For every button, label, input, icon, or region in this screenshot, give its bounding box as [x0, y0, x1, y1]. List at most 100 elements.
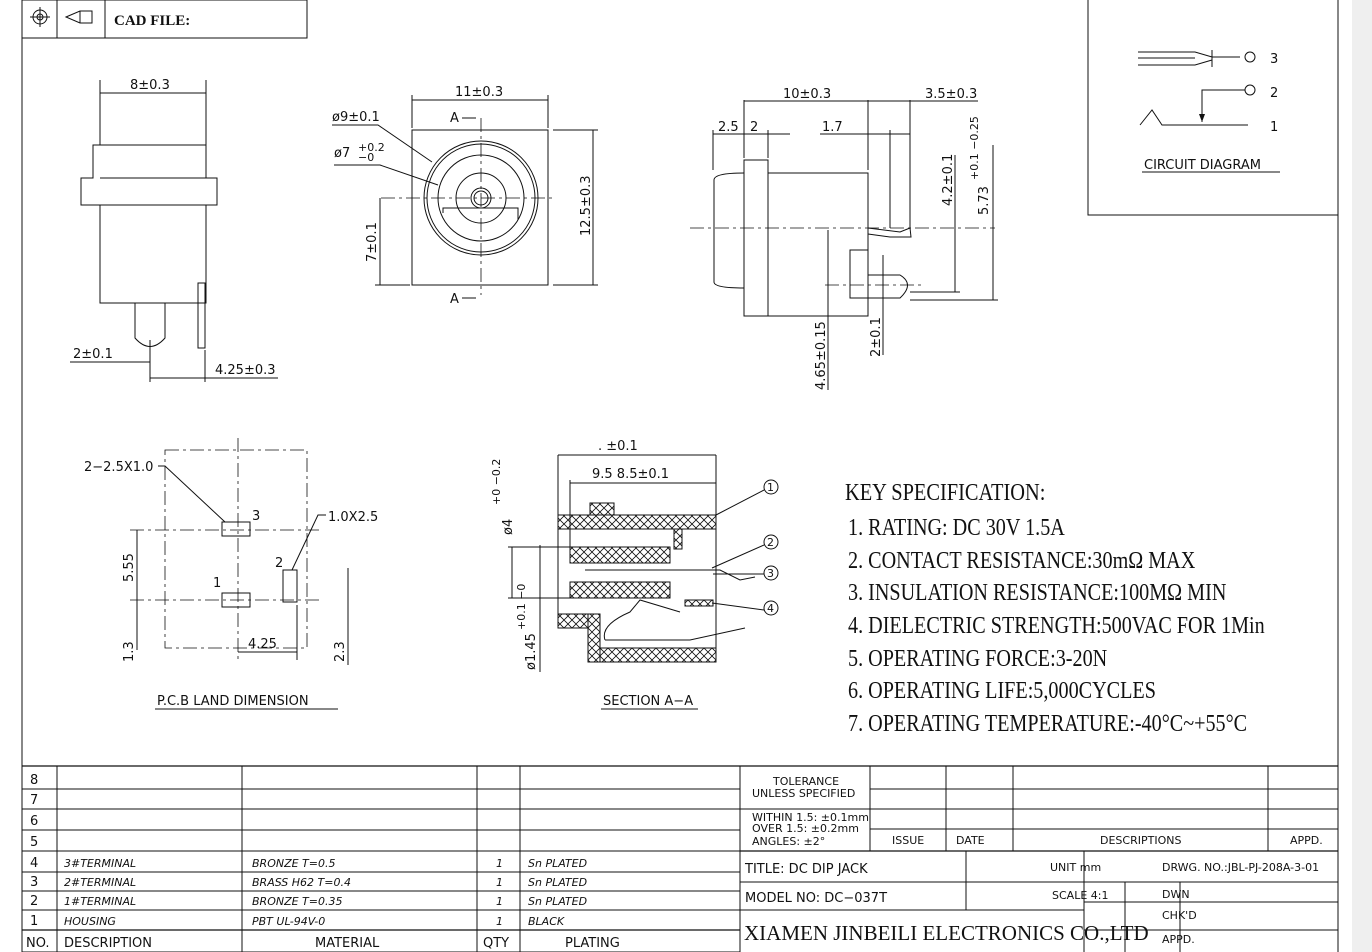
company-name: XIAMEN JINBEILI ELECTRONICS CO.,LTD — [744, 921, 1149, 945]
table-cell: 1 — [496, 895, 503, 908]
table-cell: HOUSING — [64, 915, 116, 928]
table-cell: BLACK — [528, 915, 565, 928]
table-header: MATERIAL — [315, 936, 380, 951]
row-number: 4 — [30, 856, 38, 871]
appd-label: APPD. — [1162, 933, 1195, 946]
section-view: . ±0.1 9.5 8.5±0.1 ø4 +0 −0.2 ø1.45 +0.1… — [490, 439, 779, 710]
drawing-number: DRWG. NO.:JBL-PJ-208A-3-01 — [1162, 861, 1319, 874]
table-cell: Sn PLATED — [528, 876, 587, 889]
dim-pin-span: 4.25±0.3 — [215, 363, 276, 378]
appd-header: APPD. — [1290, 834, 1323, 847]
unit-label: UNIT mm — [1050, 861, 1101, 874]
dim-v3: 2.3 — [333, 641, 348, 662]
circuit-diagram: 3 2 1 CIRCUIT DIAGRAM — [1087, 0, 1338, 216]
spec-item: 1. RATING: DC 30V 1.5A — [848, 513, 1065, 540]
table-cell: BRONZE T=0.35 — [252, 895, 343, 908]
dim-f: 4.65±0.15 — [814, 321, 829, 390]
spec-item: 6. OPERATING LIFE:5,000CYCLES — [848, 676, 1156, 703]
model-number: MODEL NO: DC−037T — [745, 891, 887, 906]
dim-v1: 5.55 — [122, 553, 137, 582]
dim-c: 1.7 — [822, 120, 843, 135]
row-number: 3 — [30, 875, 38, 890]
spec-item: 3. INSULATION RESISTANCE:100MΩ MIN — [848, 578, 1226, 605]
dim-width: 8±0.3 — [130, 78, 170, 93]
pin-label: 1 — [213, 576, 221, 591]
spec-item: 5. OPERATING FORCE:3-20N — [848, 644, 1107, 671]
dim-b: 2 — [750, 120, 758, 135]
descriptions-header: DESCRIPTIONS — [1100, 834, 1181, 847]
table-cell: 1 — [496, 876, 503, 889]
chkd-label: CHK'D — [1162, 909, 1197, 922]
tolerance-label: TOLERANCE — [772, 775, 839, 788]
table-cell: 1#TERMINAL — [64, 895, 136, 908]
section-mark: A — [450, 111, 459, 126]
dwn-label: DWN — [1162, 888, 1190, 901]
dim-g: 2±0.1 — [869, 317, 884, 357]
table-cell: PBT UL-94V-0 — [252, 915, 325, 928]
dim-dia-1-tolerance: +0 −0.2 — [490, 459, 503, 505]
pin-label: 3 — [1270, 52, 1278, 67]
dim-pin-length: 3.5±0.3 — [925, 87, 977, 102]
front-view: 8±0.3 2±0.1 4.25±0.3 — [70, 78, 278, 382]
table-header: DESCRIPTION — [64, 936, 152, 951]
dim-dia-2: ø1.45 — [524, 633, 539, 670]
dim-e-tolerance: +0.1 −0.25 — [968, 116, 981, 180]
row-number: 7 — [30, 793, 38, 808]
table-cell: Sn PLATED — [528, 895, 587, 908]
dim-height: 12.5±0.3 — [579, 175, 594, 236]
callout-label: 1 — [767, 481, 774, 494]
key-spec-title: KEY SPECIFICATION: — [845, 478, 1045, 505]
table-header: NO. — [26, 936, 50, 951]
row-number: 8 — [30, 773, 38, 788]
dim-e: 5.73 — [977, 186, 992, 215]
tolerance-label: UNLESS SPECIFIED — [752, 787, 855, 800]
callout-label: 3 — [767, 567, 774, 580]
dim-top: . ±0.1 — [598, 439, 638, 454]
row-number: 5 — [30, 835, 38, 850]
dim-d: 4.2±0.1 — [941, 154, 956, 206]
dim-dia-2-tolerance: +0.1 −0 — [515, 584, 528, 630]
table-cell: 3#TERMINAL — [64, 857, 136, 870]
tolerance-plus: +0.2 — [358, 141, 385, 154]
dim-dia-1: ø4 — [501, 519, 516, 535]
pin-label: 3 — [252, 509, 260, 524]
spec-item: 2. CONTACT RESISTANCE:30mΩ MAX — [848, 546, 1195, 573]
pcb-land-view: 3 2 1 2−2.5X1.0 1.0X2.5 5.55 1.3 4.25 2.… — [84, 438, 378, 710]
callouts: 1 2 3 4 — [711, 479, 779, 616]
pcb-title: P.C.B LAND DIMENSION — [157, 694, 309, 709]
row-number: 1 — [30, 914, 38, 929]
key-specification: KEY SPECIFICATION: 1. RATING: DC 30V 1.5… — [845, 478, 1265, 736]
issue-header: ISSUE — [892, 834, 924, 847]
row-number: 2 — [30, 894, 38, 909]
table-header: QTY — [483, 936, 509, 951]
tolerance-over: OVER 1.5: ±0.2mm — [752, 822, 859, 835]
top-view: 11±0.3 A A ø9±0.1 ø7 +0.2 −0 12.5±0.3 7±… — [332, 85, 598, 307]
circuit-title: CIRCUIT DIAGRAM — [1144, 158, 1261, 173]
dim-width: 11±0.3 — [455, 85, 503, 100]
table-cell: 2#TERMINAL — [64, 876, 136, 889]
pin-label: 2 — [1270, 86, 1278, 101]
side-view: 10±0.3 3.5±0.3 2.5 2 1.7 4.2±0.1 5.73 +0… — [690, 87, 998, 390]
cad-file-label: CAD FILE: — [114, 13, 190, 29]
pcb-slot-2 — [282, 569, 298, 603]
spec-item: 4. DIELECTRIC STRENGTH:500VAC FOR 1Min — [848, 611, 1265, 638]
dim-inner-diameter: ø7 — [334, 146, 350, 161]
date-header: DATE — [956, 834, 985, 847]
section-title: SECTION A−A — [603, 694, 693, 709]
cone-symbol-icon — [64, 10, 93, 24]
drawing-title: TITLE: DC DIP JACK — [744, 862, 868, 877]
tolerance-within: WITHIN 1.5: ±0.1mm — [752, 811, 869, 824]
callout-label: 2 — [767, 536, 774, 549]
dim-h: 4.25 — [248, 637, 277, 652]
dim-pin-offset: 2±0.1 — [73, 347, 113, 362]
slot-note: 1.0X2.5 — [328, 510, 378, 525]
table-cell: 1 — [496, 915, 503, 928]
callout-label: 4 — [767, 602, 774, 615]
table-header: PLATING — [565, 936, 620, 951]
tolerance-angles: ANGLES: ±2° — [752, 835, 825, 848]
table-cell: 1 — [496, 857, 503, 870]
pin-label: 2 — [275, 556, 283, 571]
row-number: 6 — [30, 814, 38, 829]
